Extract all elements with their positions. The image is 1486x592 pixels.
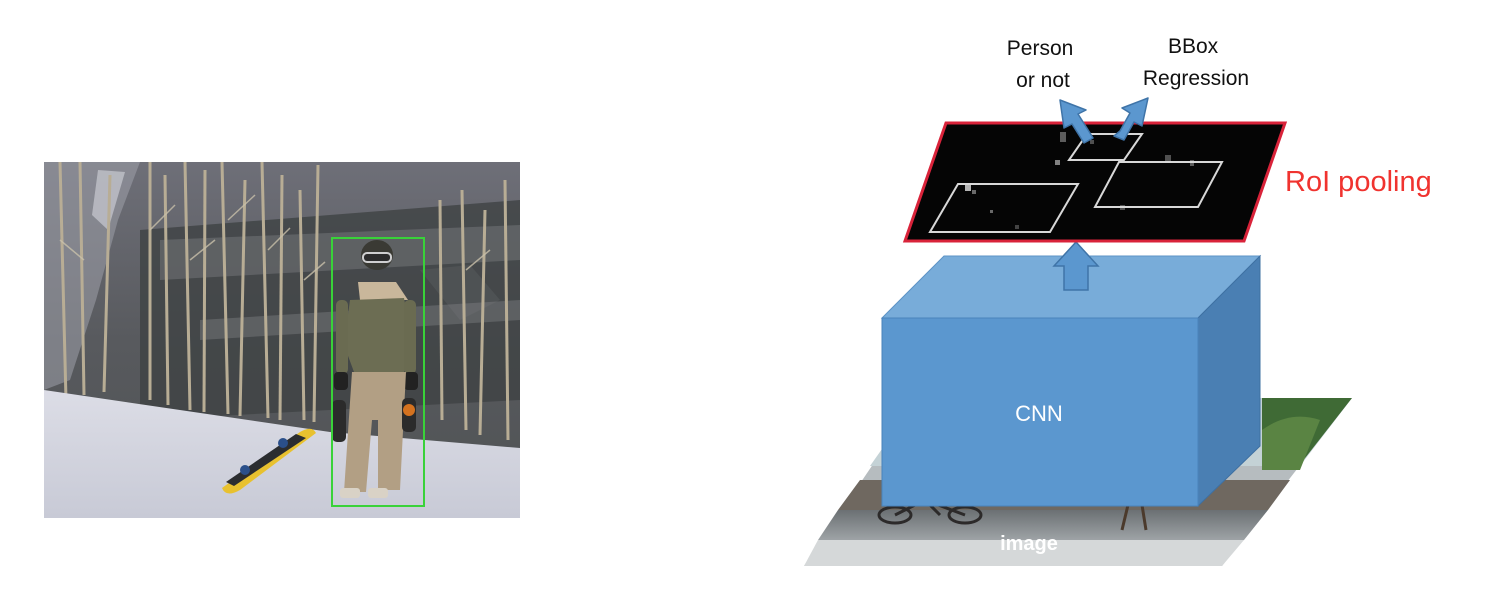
snowboard	[222, 428, 316, 494]
image-label: image	[1000, 533, 1058, 555]
cnn-label: CNN	[1015, 401, 1063, 426]
classification-label: Person or not	[1007, 37, 1079, 92]
cnn-block: CNN	[880, 254, 1262, 508]
classification-arrow	[1059, 99, 1094, 144]
roi-feature-map	[902, 121, 1288, 243]
roi-pooling-label: RoI pooling	[1285, 166, 1432, 198]
bbox-regression-label-line2: Regression	[1143, 67, 1249, 90]
cnn-front-face	[881, 317, 1199, 507]
bbox-regression-label-line1: BBox	[1168, 35, 1219, 58]
detection-box	[331, 237, 425, 507]
bbox-regression-arrow	[1113, 97, 1149, 141]
feature-up-arrow	[1052, 240, 1100, 291]
roi-boxes	[928, 133, 1224, 233]
bicycle-icon	[877, 498, 983, 525]
input-photo	[44, 162, 520, 518]
classification-label-line1: Person	[1007, 37, 1074, 60]
person	[332, 240, 418, 498]
classification-label-line2: or not	[1016, 69, 1070, 92]
tree-trunks	[58, 162, 510, 441]
bbox-regression-label: BBox Regression	[1143, 35, 1249, 90]
